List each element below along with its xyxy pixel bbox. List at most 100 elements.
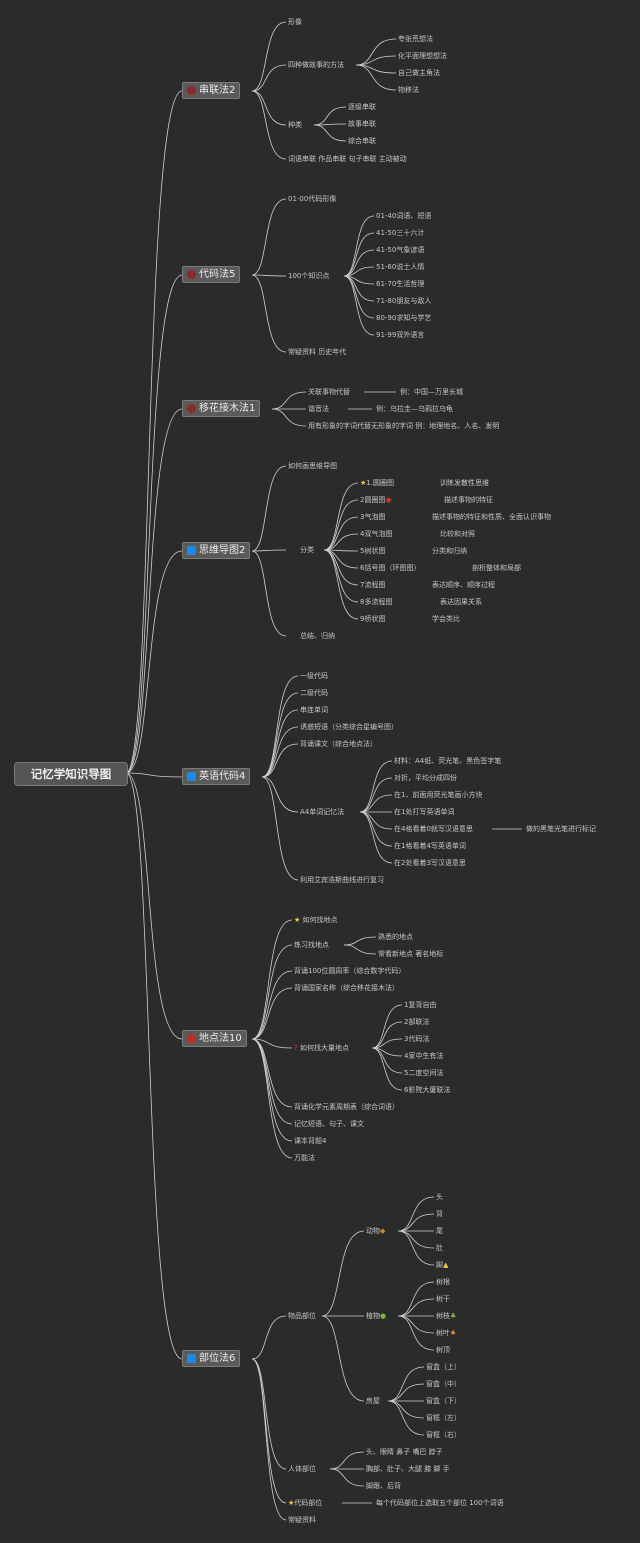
- leaf[interactable]: 树枝♣: [436, 1312, 457, 1320]
- leaf[interactable]: 80-90求知与学艺: [376, 314, 432, 322]
- leaf[interactable]: 例：乌拉圭—乌鸦拉乌龟: [376, 405, 453, 413]
- leaf[interactable]: 胸部、肚子、大腿 膝 脚 手: [366, 1465, 450, 1473]
- node[interactable]: 一级代码: [300, 672, 328, 680]
- node-image[interactable]: 形像: [288, 18, 302, 26]
- leaf[interactable]: 2部联法: [404, 1018, 430, 1026]
- node[interactable]: 课本背题4: [294, 1137, 327, 1145]
- branch-graft-method[interactable]: 移花接木法1: [182, 400, 261, 417]
- node-homophone[interactable]: 谐音法: [308, 405, 329, 413]
- node-object-parts[interactable]: 物品部位: [288, 1312, 316, 1320]
- node-code-parts[interactable]: ★代码部位: [288, 1499, 323, 1507]
- leaf[interactable]: 3代码法: [404, 1035, 430, 1043]
- leaf-desc[interactable]: 表达顺序、顺序过程: [432, 581, 495, 589]
- leaf[interactable]: 61-70生活哲理: [376, 280, 425, 288]
- leaf[interactable]: 4家中生有法: [404, 1052, 444, 1060]
- leaf[interactable]: 在4格看着0就写汉语意思: [394, 825, 473, 833]
- leaf[interactable]: 肚: [436, 1244, 443, 1252]
- node-related[interactable]: 关联事物代替: [308, 388, 350, 396]
- leaf[interactable]: 在1格看着4写英语单词: [394, 842, 466, 850]
- leaf[interactable]: 41-50三十六计: [376, 229, 425, 237]
- node-substitute[interactable]: 用有形象的字词代替无形象的字词 例：地理地名、人名、发明: [308, 422, 500, 430]
- branch-code-method[interactable]: 代码法5: [182, 266, 241, 283]
- leaf[interactable]: 夸张荒想法: [398, 35, 433, 43]
- leaf[interactable]: 脚跟、后背: [366, 1482, 401, 1490]
- leaf[interactable]: 熟悉的地点: [378, 933, 413, 941]
- leaf[interactable]: 5二度空间法: [404, 1069, 444, 1077]
- leaf[interactable]: 头: [436, 1193, 443, 1201]
- leaf[interactable]: 故事串联: [348, 120, 376, 128]
- leaf[interactable]: 01-40词语、短语: [376, 212, 432, 220]
- leaf-desc[interactable]: 描述事物的特征: [444, 496, 493, 504]
- leaf[interactable]: 1复背自由: [404, 1001, 437, 1009]
- branch-location-method[interactable]: 地点法10: [182, 1030, 247, 1047]
- leaf[interactable]: 树顶: [436, 1346, 450, 1354]
- node-summary[interactable]: 总结、归纳: [300, 632, 335, 640]
- leaf[interactable]: 例：中国—万里长城: [400, 388, 463, 396]
- node[interactable]: 串连单词: [300, 706, 328, 714]
- leaf[interactable]: 在2处看着3写汉语意思: [394, 859, 466, 867]
- leaf[interactable]: 材料：A4纸、荧光笔、黑色签字笔: [394, 757, 502, 765]
- node-chain-types[interactable]: 词语串联 作品串联 句子串联 主动被动: [288, 155, 407, 163]
- leaf[interactable]: 尾: [436, 1227, 443, 1235]
- branch-english-code[interactable]: 英语代码4: [182, 768, 251, 785]
- node[interactable]: 记忆短语、句子、课文: [294, 1120, 364, 1128]
- node-plant[interactable]: 植物●: [366, 1312, 387, 1320]
- leaf[interactable]: 3气泡图: [360, 513, 386, 521]
- node[interactable]: 万能法: [294, 1154, 315, 1162]
- leaf[interactable]: 化平面理想想法: [398, 52, 447, 60]
- leaf-bubble-map[interactable]: 2圆圈图◉: [360, 496, 392, 504]
- leaf[interactable]: 6括号图（环图图）: [360, 564, 421, 572]
- leaf[interactable]: 脚▲: [436, 1261, 449, 1269]
- node-100-points[interactable]: 100个知识点: [288, 272, 330, 280]
- leaf-desc[interactable]: 学会类比: [432, 615, 460, 623]
- leaf[interactable]: 9桥状图: [360, 615, 386, 623]
- leaf[interactable]: 逐级串联: [348, 103, 376, 111]
- leaf-desc[interactable]: 分类和归纳: [432, 547, 467, 555]
- node[interactable]: 诱惑短语（分类综合星编号图）: [300, 723, 398, 731]
- leaf-desc[interactable]: 比较和对照: [440, 530, 475, 538]
- leaf[interactable]: 窗框（右）: [426, 1431, 461, 1439]
- branch-chain-method[interactable]: 串联法2: [182, 82, 241, 99]
- branch-part-method[interactable]: 部位法6: [182, 1350, 241, 1367]
- leaf[interactable]: 树干: [436, 1295, 450, 1303]
- leaf[interactable]: 每个代码部位上选取五个部位 100个词语: [376, 1499, 504, 1507]
- leaf[interactable]: 在1处打写英语单词: [394, 808, 455, 816]
- node-practice[interactable]: 练习找地点: [294, 941, 329, 949]
- leaf[interactable]: 4双气泡图: [360, 530, 393, 538]
- leaf[interactable]: 物移法: [398, 86, 419, 94]
- leaf[interactable]: 综合串联: [348, 137, 376, 145]
- leaf[interactable]: 自己做主角法: [398, 69, 440, 77]
- leaf-desc[interactable]: 训练发散性思维: [440, 479, 489, 487]
- node-animal[interactable]: 动物◆: [366, 1227, 386, 1235]
- node-find[interactable]: ★ 如何找地点: [294, 916, 338, 924]
- leaf[interactable]: 窗盒（中）: [426, 1380, 461, 1388]
- leaf[interactable]: 树叶♠: [436, 1329, 457, 1337]
- node-classify[interactable]: 分类: [300, 546, 314, 554]
- leaf[interactable]: 背: [436, 1210, 443, 1218]
- node[interactable]: 二级代码: [300, 689, 328, 697]
- leaf[interactable]: 7流程图: [360, 581, 386, 589]
- leaf[interactable]: 8多流程图: [360, 598, 393, 606]
- node[interactable]: 背诵化学元素周期表（综合词语）: [294, 1103, 399, 1111]
- leaf[interactable]: 6影院大厦联法: [404, 1086, 451, 1094]
- leaf[interactable]: 常看新地点 著名地标: [378, 950, 444, 958]
- node-types[interactable]: 种类: [288, 121, 302, 129]
- node-history[interactable]: 常疑资料 历史年代: [288, 348, 347, 356]
- node-common-data[interactable]: 常疑资料: [288, 1516, 316, 1524]
- leaf[interactable]: 窗盒（上）: [426, 1363, 461, 1371]
- node-body-parts[interactable]: 人体部位: [288, 1465, 316, 1473]
- leaf-desc[interactable]: 表达因果关系: [440, 598, 482, 606]
- node-a4[interactable]: A4单词记忆法: [300, 808, 345, 816]
- node-how-draw[interactable]: 如何画思维导图: [288, 462, 337, 470]
- node[interactable]: 背诵100位圆周率（综合数字代码）: [294, 967, 406, 975]
- node-house[interactable]: 房屋: [366, 1397, 380, 1405]
- branch-mind-map[interactable]: 思维导图2: [182, 542, 251, 559]
- leaf[interactable]: 树根: [436, 1278, 450, 1286]
- node[interactable]: 背诵国家名称（综合移花接木法）: [294, 984, 399, 992]
- leaf[interactable]: 在1、前面用荧光笔画小方块: [394, 791, 483, 799]
- node[interactable]: 背诵课文（综合地点法）: [300, 740, 377, 748]
- leaf[interactable]: 71-80朋友与敌人: [376, 297, 432, 305]
- leaf[interactable]: 51-60说士人情: [376, 263, 425, 271]
- leaf[interactable]: 对折，平均分成四份: [394, 774, 457, 782]
- leaf-desc[interactable]: 描述事物的特征和性质、全面认识事物: [432, 513, 551, 521]
